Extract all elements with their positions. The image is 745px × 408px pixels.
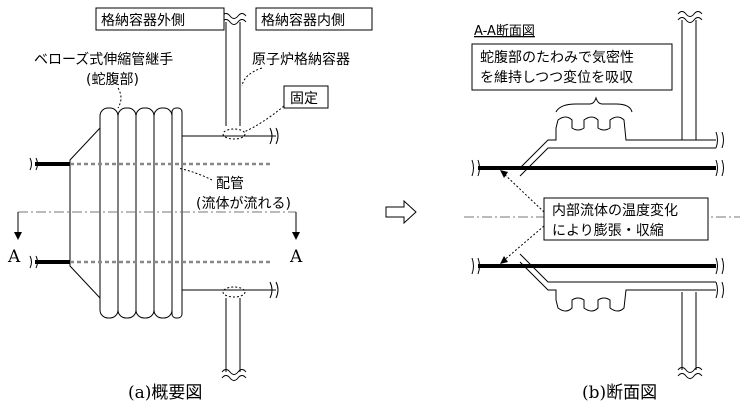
label-outside: 格納容器外側 <box>101 12 185 29</box>
bellows-shell-upper-inner <box>519 147 716 177</box>
section-mark-right <box>292 212 300 240</box>
bellows-shell-upper <box>519 116 716 169</box>
break-mark-left-upper <box>29 157 38 171</box>
callout-box-top <box>471 43 673 91</box>
leader-vessel <box>241 67 263 87</box>
caption-overview: (a)概要図 <box>128 383 202 403</box>
leader-fixed <box>243 105 285 133</box>
callout-top-line2: を維持しつつ変位を吸収 <box>480 69 633 86</box>
arrowhead-mid-upper <box>500 170 508 178</box>
label-pipe-line2: (流体が流れる) <box>196 196 291 212</box>
leader-mid-lower <box>501 225 545 263</box>
callout-top-line1: 蛇腹部のたわみで気密性 <box>480 49 634 66</box>
section-letter-left: A <box>7 247 21 267</box>
arrowhead-mid-lower <box>500 256 508 264</box>
label-pipe-line1: 配管 <box>216 176 244 192</box>
section-mark-left <box>14 212 22 240</box>
label-bellows-line1: ベローズ式伸縮管継手 <box>34 52 173 68</box>
overview-figure: A A 格納容器外側 格納容器内側 固定 ベローズ式伸縮管継手 (蛇腹部) 原子… <box>7 7 373 403</box>
section-vessel-wall-upper <box>677 11 703 140</box>
fixed-point-upper <box>222 128 246 140</box>
containment-vessel-wall-lower <box>221 298 247 381</box>
callout-box-mid <box>543 197 709 241</box>
label-inside: 格納容器内側 <box>261 12 345 29</box>
label-box-fixed <box>283 85 329 109</box>
caption-section: (b)断面図 <box>582 383 657 403</box>
bellows-joint <box>69 107 279 319</box>
leader-bellows <box>117 87 122 109</box>
callout-mid-line1: 内部流体の温度変化 <box>552 202 678 219</box>
label-fixed: 固定 <box>290 91 318 107</box>
label-box-inside <box>255 7 373 31</box>
label-vessel: 原子炉格納容器 <box>252 51 350 68</box>
callout-mid-line2: により膨張・収縮 <box>552 222 664 239</box>
bellows-shell-lower-inner <box>519 253 716 283</box>
label-bellows-line2: (蛇腹部) <box>86 71 139 88</box>
section-title: A-A断面図 <box>474 24 535 39</box>
bellows-shell-lower <box>519 261 716 312</box>
section-figure: A-A断面図 蛇腹部のたわみで <box>464 11 740 403</box>
leader-mid-upper <box>501 171 545 213</box>
break-mark-left-lower <box>29 255 38 269</box>
containment-vessel-wall-upper <box>221 13 247 126</box>
transition-arrow <box>385 199 417 225</box>
section-letter-right: A <box>289 247 303 267</box>
label-box-outside <box>95 7 225 31</box>
leader-pipe <box>177 167 213 181</box>
section-vessel-wall-lower <box>677 292 703 379</box>
fixed-point-lower <box>222 286 246 298</box>
callout-top-brace <box>555 96 633 113</box>
